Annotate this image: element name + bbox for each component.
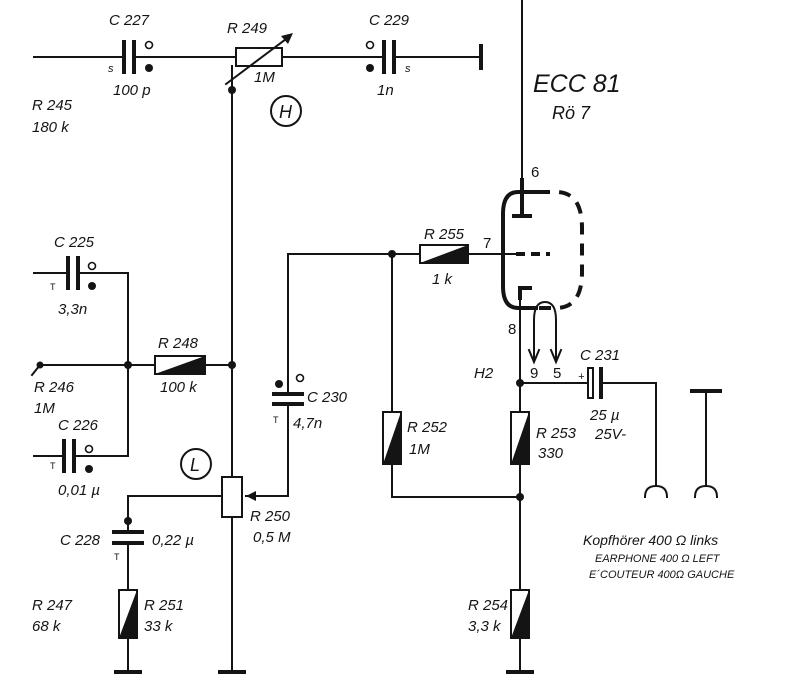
c230-symbol <box>272 373 305 406</box>
r254-label: R 254 <box>468 597 508 614</box>
r252-label: R 252 <box>407 419 448 436</box>
r255-symbol <box>419 244 469 264</box>
r247-value: 68 k <box>32 618 62 635</box>
r246-label: R 246 <box>34 379 75 396</box>
l-marker: L <box>190 455 200 475</box>
c225-tag: T <box>50 282 56 292</box>
r248-value: 100 k <box>160 379 198 396</box>
r248-label: R 248 <box>158 335 199 352</box>
r252-symbol <box>382 411 402 465</box>
r253-label: R 253 <box>536 425 577 442</box>
r245-value: 180 k <box>32 119 70 136</box>
c229-symbol <box>365 40 396 74</box>
earphone-jack-right <box>693 484 719 499</box>
h2-label: H2 <box>474 365 494 382</box>
r250-value: 0,5 M <box>253 529 291 546</box>
r255-value: 1 k <box>432 271 454 288</box>
c227-symbol <box>122 40 154 74</box>
r254-symbol <box>510 589 530 639</box>
c225-symbol <box>66 256 97 290</box>
c229-label: C 229 <box>369 12 410 29</box>
c227-tag: s <box>108 63 114 75</box>
r246-value: 1M <box>34 400 55 417</box>
tube-position-label: Rö 7 <box>552 103 591 123</box>
c226-value: 0,01 µ <box>58 482 100 499</box>
c228-label: C 228 <box>60 532 101 549</box>
c231-voltage: 25V- <box>594 426 626 443</box>
h-marker-circle <box>270 95 302 127</box>
c225-value: 3,3n <box>58 301 87 318</box>
h-marker: H <box>279 102 293 122</box>
earphone-note-en: EARPHONE 400 Ω LEFT <box>595 553 721 565</box>
junction-dots <box>36 86 524 501</box>
c231-plus: + <box>578 371 585 383</box>
c225-label: C 225 <box>54 234 95 251</box>
r248-symbol <box>154 355 206 375</box>
r249-label: R 249 <box>227 20 268 37</box>
r249-symbol <box>224 33 293 86</box>
c229-value: 1n <box>377 82 394 99</box>
c228-tag: T <box>114 552 120 562</box>
tube-pin-grid: 7 <box>483 235 491 252</box>
c227-label: C 227 <box>109 12 150 29</box>
r251-value: 33 k <box>144 618 174 635</box>
r252-value: 1M <box>409 441 430 458</box>
tube-pin-anode: 6 <box>531 164 539 181</box>
c226-tag: T <box>50 461 56 471</box>
c230-value: 4,7n <box>293 415 322 432</box>
r253-symbol <box>510 411 530 465</box>
tube-pin-heater-b: 5 <box>553 365 561 382</box>
c228-value: 0,22 µ <box>152 532 194 549</box>
c226-label: C 226 <box>58 417 99 434</box>
c228-symbol <box>112 517 144 545</box>
r254-value: 3,3 k <box>468 618 502 635</box>
earphone-note-fr: E´COUTEUR 400Ω GAUCHE <box>589 569 735 581</box>
l-marker-circle <box>180 448 212 480</box>
c226-symbol <box>62 439 94 473</box>
tube-pin-heater-a: 9 <box>530 365 538 382</box>
c229-tag: s <box>405 63 411 75</box>
c231-value: 25 µ <box>589 407 620 424</box>
wires <box>30 0 722 674</box>
r245-label: R 245 <box>32 97 73 114</box>
ecc81-tube-symbol <box>501 178 584 322</box>
tube-type-label: ECC 81 <box>533 70 621 98</box>
earphone-jack-left <box>643 484 669 499</box>
tube-pin-cathode: 8 <box>508 321 516 338</box>
r247-label: R 247 <box>32 597 73 614</box>
c230-label: C 230 <box>307 389 348 406</box>
r250-potentiometer <box>221 476 256 518</box>
r250-label: R 250 <box>250 508 291 525</box>
r253-value: 330 <box>538 445 564 462</box>
r251-label: R 251 <box>144 597 184 614</box>
c227-value: 100 p <box>113 82 151 99</box>
c231-label: C 231 <box>580 347 620 364</box>
r249-value: 1M <box>254 69 275 86</box>
earphone-note-de: Kopfhörer 400 Ω links <box>583 532 718 548</box>
c231-symbol <box>587 367 603 399</box>
r255-label: R 255 <box>424 226 465 243</box>
r251-symbol <box>118 589 138 639</box>
c230-tag: T <box>273 415 279 425</box>
